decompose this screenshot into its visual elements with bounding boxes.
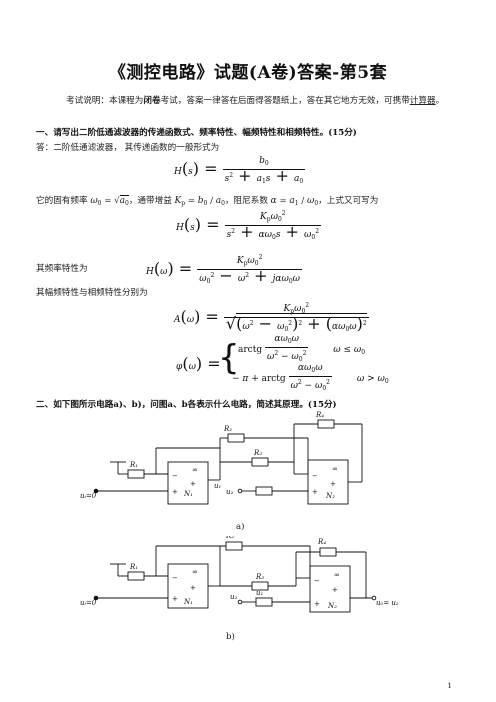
label-r2-b: R₂ bbox=[225, 536, 234, 540]
inf-n2-a: ∞ bbox=[332, 465, 338, 473]
label-r2-a: R₂ bbox=[223, 425, 232, 433]
label-u1-a: u₁ bbox=[214, 482, 222, 490]
label-n2-a: N₂ bbox=[325, 492, 335, 500]
label-u2-a: u₂ bbox=[226, 488, 234, 496]
frequency-char-label: 其频率特性为 bbox=[36, 264, 88, 274]
label-r4-b: R₄ bbox=[317, 538, 326, 546]
svg-text:+: + bbox=[330, 480, 336, 488]
answer-1-intro: 答：二阶低通滤波器， 其传递函数的一般形式为 bbox=[36, 143, 220, 153]
svg-text:+: + bbox=[190, 584, 196, 592]
label-n1-a: N₁ bbox=[183, 490, 193, 498]
label-n2-b: N₂ bbox=[327, 602, 337, 610]
exam-note: 考试说明：本课程为闭卷考试，答案一律答在后面得答题纸上，答在其它地方无效，可携带… bbox=[66, 96, 445, 106]
label-uo-b: u₀= u₂ bbox=[376, 599, 399, 607]
resistor-r2-b bbox=[225, 541, 243, 551]
label-r1-a: R₁ bbox=[129, 461, 138, 469]
label-r3-a: R₃ bbox=[253, 449, 262, 457]
circuit-a-label: a) bbox=[236, 522, 245, 532]
circuit-b-label: b) bbox=[226, 632, 235, 642]
inf-n1-a: ∞ bbox=[192, 466, 198, 474]
label-n1-b: N₁ bbox=[183, 598, 193, 606]
svg-text:−: − bbox=[314, 577, 320, 585]
circuit-a-diagram: R₂ R₁ R₃ R₄ ∞ ∞ − + + N₁ − + + N₂ uᵢ=0 u… bbox=[80, 411, 363, 505]
circuit-b-diagram: R₂ R₁ R₃ R₄ ∞ ∞ − + + N₁ − + + N₂ uᵢ=0 u… bbox=[80, 536, 399, 613]
svg-text:+: + bbox=[172, 595, 178, 603]
label-ui-a: uᵢ=0 bbox=[80, 492, 97, 500]
parameters-line: 它的固有频率 ω0 = √a0，通带增益 Kp = b0 / a0，阻尼系数 α… bbox=[36, 195, 379, 207]
page-number: 1 bbox=[447, 682, 452, 690]
svg-text:∞: ∞ bbox=[334, 571, 340, 579]
svg-text:−: − bbox=[172, 472, 178, 480]
resistor-r4-a bbox=[317, 419, 335, 429]
resistor-r3-a bbox=[251, 457, 269, 467]
svg-text:−: − bbox=[172, 574, 178, 582]
question-1-heading: 一、请写出二阶低通滤波器的传递函数式、频率特性、幅频特性和相频特性。(15分) bbox=[36, 128, 357, 138]
amp-phase-label: 其幅频特性与相频特性分别为 bbox=[36, 288, 148, 298]
label-r3-b: R₃ bbox=[255, 573, 264, 581]
opamp-n1-box bbox=[167, 461, 209, 505]
resistor-r1-b bbox=[127, 571, 145, 581]
resistor-r2-a bbox=[227, 433, 245, 443]
opamp-n2-b-box bbox=[309, 565, 351, 613]
label-u2-b: u₂ bbox=[230, 593, 238, 601]
amplitude-formula: A(ω) = Kpω02√(ω2 − ω02)2 + (αω0ω)2 bbox=[174, 302, 369, 333]
calculator-term: 计算器 bbox=[409, 96, 436, 106]
svg-text:+: + bbox=[312, 488, 318, 496]
svg-text:+: + bbox=[314, 600, 320, 608]
svg-text:+: + bbox=[172, 488, 178, 496]
label-u1-b: u₁ bbox=[256, 589, 264, 597]
resistor-r1-a bbox=[127, 469, 145, 479]
svg-text:+: + bbox=[190, 480, 196, 488]
svg-text:+: + bbox=[332, 586, 338, 594]
svg-text:−: − bbox=[312, 472, 318, 480]
question-2-heading: 二、如下图所示电路a)、b)，问图a、b各表示什么电路，简述其原理。(15分) bbox=[36, 400, 337, 410]
label-ui-b: uᵢ=0 bbox=[80, 599, 97, 607]
label-r1-b: R₁ bbox=[129, 563, 138, 571]
label-r4-a: R₄ bbox=[315, 411, 324, 419]
svg-text:∞: ∞ bbox=[192, 568, 198, 576]
resistor-r4-b bbox=[319, 547, 337, 557]
page-title: 《测控电路》试题(A卷)答案-第5套 bbox=[108, 63, 388, 83]
closed-book: 闭卷 bbox=[143, 96, 161, 106]
